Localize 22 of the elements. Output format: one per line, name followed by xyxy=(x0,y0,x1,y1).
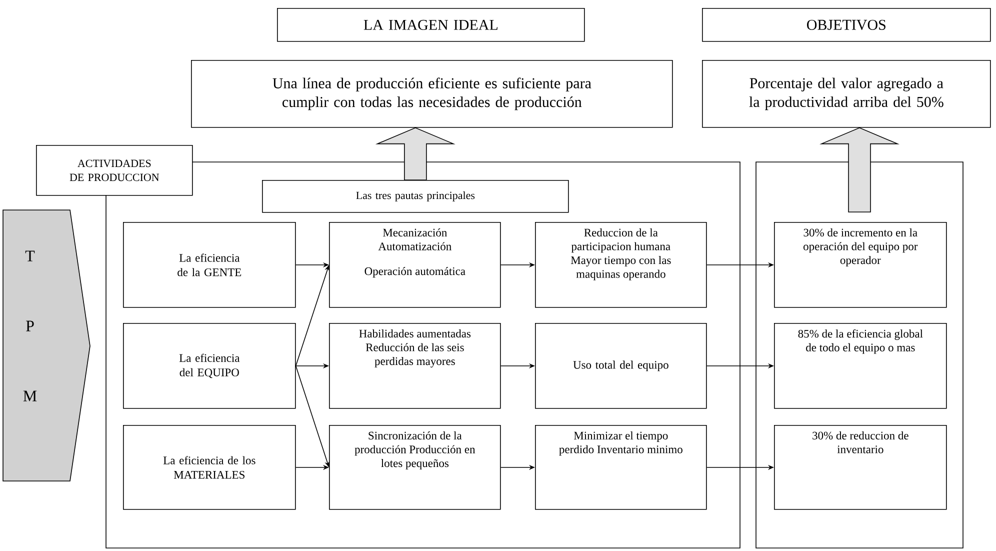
title-box: OBJETIVOS xyxy=(702,8,991,42)
goal-box: 30% de reduccion de inventario xyxy=(774,425,947,510)
block-arrow xyxy=(820,127,900,212)
goal-box: 85% de la eficiencia global de todo el equipo o mas xyxy=(774,323,947,409)
process-box: Uso total del equipo xyxy=(535,323,707,409)
frame xyxy=(756,162,964,548)
process-box: Mecanización Automatización Operación automática xyxy=(329,222,501,308)
process-box: La eficiencia del EQUIPO xyxy=(123,323,296,409)
process-box: Habilidades aumentadas Reducción de las seis perdidas mayores xyxy=(329,323,501,409)
statement-box: Porcentaje del valor agregado a la productividad arriba del 50% xyxy=(702,60,991,128)
heading-box: Las tres pautas principales xyxy=(262,180,569,213)
chevron: T P M xyxy=(2,210,90,482)
process-box: Minimizar el tiempo perdido Inventario minimo xyxy=(535,425,707,510)
goal-box: 30% de incremento en la operación del equipo por operador xyxy=(774,222,947,308)
label-box: ACTIVIDADES DE PRODUCCION xyxy=(36,145,193,196)
process-box: Reduccion de la participacion humana Mayor tiempo con las maquinas operando xyxy=(535,222,707,308)
block-arrow xyxy=(375,127,456,180)
process-box: La eficiencia de la GENTE xyxy=(123,222,296,308)
process-box: Sincronización de la producción Producción en lotes pequeños xyxy=(329,425,501,510)
process-box: La eficiencia de los MATERIALES xyxy=(123,425,296,510)
statement-box: Una línea de producción eficiente es suficiente para cumplir con todas las necesidades de producción xyxy=(191,60,673,128)
title-box: LA IMAGEN IDEAL xyxy=(277,8,585,42)
